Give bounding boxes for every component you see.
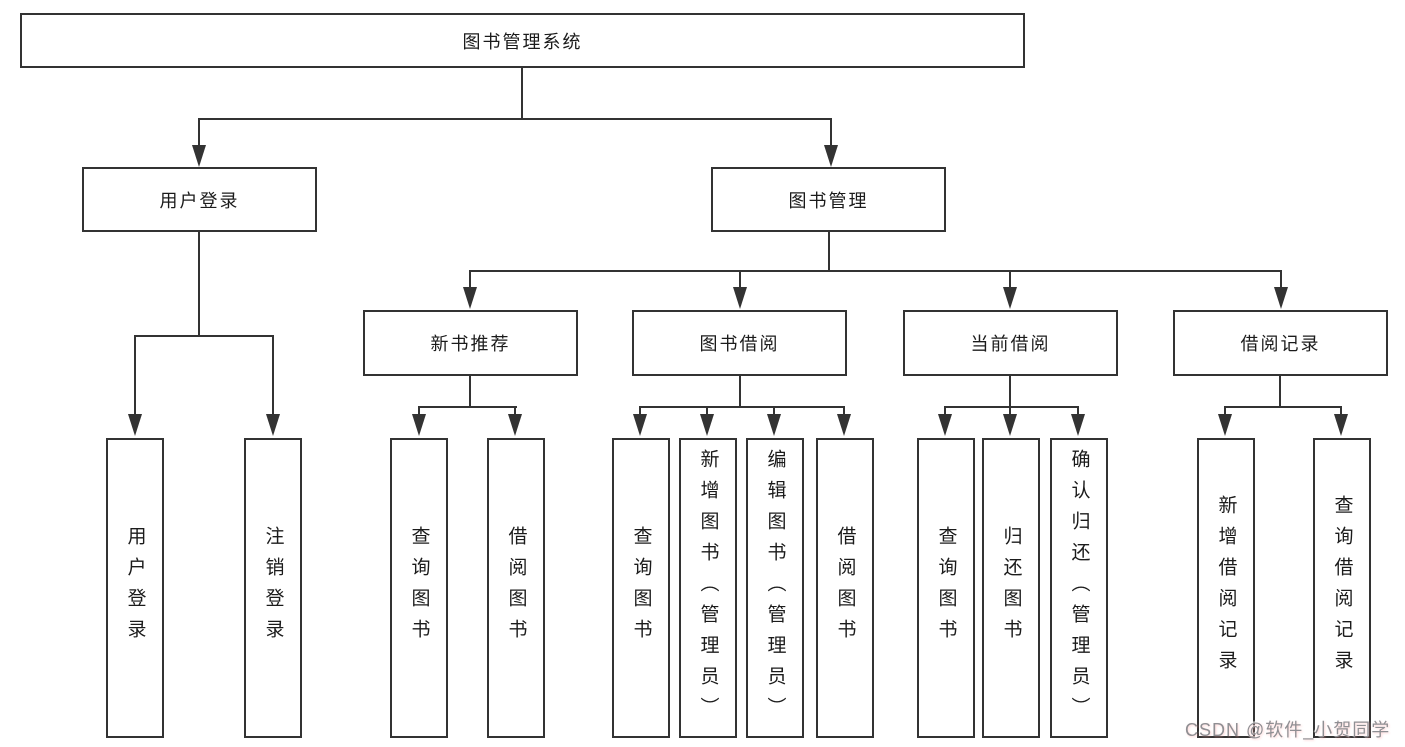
arrow-down-icon xyxy=(266,414,280,436)
arrow-down-icon xyxy=(700,414,714,436)
connector-module-branch xyxy=(639,406,845,408)
leaf-add-books-admin: 新增图书（管理员） xyxy=(679,438,737,738)
connector-module-branch xyxy=(1224,406,1342,408)
connector-module-drop xyxy=(1009,270,1011,290)
leaf-add-borrow-record: 新增借阅记录 xyxy=(1197,438,1255,738)
connector-leaf-drop xyxy=(1009,406,1011,418)
arrow-down-icon xyxy=(463,287,477,309)
node-book-borrow: 图书借阅 xyxy=(632,310,847,376)
arrow-down-icon xyxy=(733,287,747,309)
connector-root-stem xyxy=(521,68,523,120)
arrow-down-icon xyxy=(767,414,781,436)
connector-module-branch xyxy=(418,406,517,408)
arrow-down-icon xyxy=(837,414,851,436)
leaf-query-borrow-record: 查询借阅记录 xyxy=(1313,438,1371,738)
node-new-book-recommend: 新书推荐 xyxy=(363,310,578,376)
arrow-down-icon xyxy=(1003,414,1017,436)
arrow-down-icon xyxy=(412,414,426,436)
arrow-down-icon xyxy=(633,414,647,436)
arrow-down-icon xyxy=(1218,414,1232,436)
arrow-down-icon xyxy=(508,414,522,436)
leaf-borrow-books: 借阅图书 xyxy=(487,438,545,738)
node-book-management: 图书管理 xyxy=(711,167,946,232)
connector-user-login-branch xyxy=(134,335,274,337)
node-borrow-records: 借阅记录 xyxy=(1173,310,1388,376)
connector-module-stem xyxy=(1279,376,1281,408)
leaf-query-books: 查询图书 xyxy=(612,438,670,738)
connector-leaf-drop xyxy=(1077,406,1079,418)
connector-leaf-drop xyxy=(1224,406,1226,418)
arrow-down-icon xyxy=(192,145,206,167)
leaf-query-books: 查询图书 xyxy=(917,438,975,738)
connector-book-mgmt-drop xyxy=(830,118,832,150)
connector-leaf-drop xyxy=(1340,406,1342,418)
connector-leaf-drop xyxy=(773,406,775,418)
connector-leaf-drop xyxy=(843,406,845,418)
leaf-return-books: 归还图书 xyxy=(982,438,1040,738)
connector-book-mgmt-stem xyxy=(828,232,830,272)
arrow-down-icon xyxy=(1274,287,1288,309)
arrow-down-icon xyxy=(1071,414,1085,436)
connector-leaf-drop xyxy=(514,406,516,418)
connector-leaf-drop xyxy=(418,406,420,418)
connector-root-branch xyxy=(198,118,832,120)
connector-leaf-drop xyxy=(706,406,708,418)
leaf-user-login: 用户登录 xyxy=(106,438,164,738)
leaf-query-books: 查询图书 xyxy=(390,438,448,738)
arrow-down-icon xyxy=(128,414,142,436)
leaf-edit-books-admin: 编辑图书（管理员） xyxy=(746,438,804,738)
connector-module-drop xyxy=(739,270,741,290)
leaf-confirm-return-admin: 确认归还（管理员） xyxy=(1050,438,1108,738)
leaf-logout: 注销登录 xyxy=(244,438,302,738)
connector-user-login-stem xyxy=(198,232,200,337)
connector-leaf-drop xyxy=(944,406,946,418)
connector-user-login-drop xyxy=(198,118,200,150)
arrow-down-icon xyxy=(1334,414,1348,436)
connector-module-stem xyxy=(469,376,471,408)
connector-leaf-drop xyxy=(134,335,136,417)
node-user-login: 用户登录 xyxy=(82,167,317,232)
leaf-borrow-books: 借阅图书 xyxy=(816,438,874,738)
arrow-down-icon xyxy=(824,145,838,167)
connector-book-mgmt-branch xyxy=(469,270,1282,272)
connector-module-branch xyxy=(944,406,1079,408)
connector-leaf-drop xyxy=(272,335,274,417)
connector-module-drop xyxy=(1280,270,1282,290)
connector-leaf-drop xyxy=(639,406,641,418)
node-library-system: 图书管理系统 xyxy=(20,13,1025,68)
connector-module-stem xyxy=(1009,376,1011,408)
connector-module-stem xyxy=(739,376,741,408)
node-current-borrow: 当前借阅 xyxy=(903,310,1118,376)
arrow-down-icon xyxy=(1003,287,1017,309)
watermark: CSDN @软件_小贺同学 xyxy=(1185,720,1391,740)
arrow-down-icon xyxy=(938,414,952,436)
connector-module-drop xyxy=(469,270,471,290)
